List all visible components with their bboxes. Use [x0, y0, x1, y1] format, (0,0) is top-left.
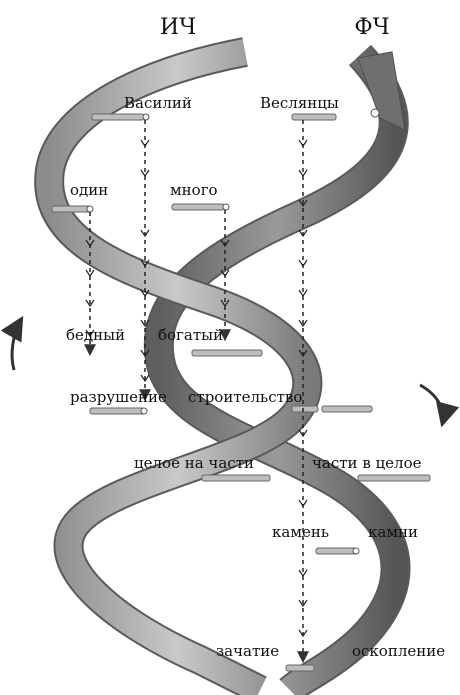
label-razrushenie: разрушение	[70, 388, 167, 406]
label-tseloe-na-chasti: целое на части	[134, 454, 254, 472]
back-strand-tip	[358, 52, 405, 130]
rod	[292, 114, 336, 120]
helix-strand-back	[159, 55, 396, 690]
rod	[316, 548, 356, 554]
label-kamni: камни	[368, 523, 418, 541]
rod	[358, 475, 430, 481]
rod	[52, 206, 90, 212]
rotate-arrow-right-icon	[420, 385, 443, 425]
rod	[172, 204, 224, 210]
rod	[192, 350, 262, 356]
rod	[92, 114, 144, 120]
label-oskoplenie: оскопление	[352, 642, 445, 660]
label-odin: один	[70, 181, 108, 199]
header-left: ИЧ	[160, 15, 196, 40]
rod	[202, 475, 270, 481]
rod	[322, 406, 372, 412]
rod	[286, 665, 314, 671]
header-right: ФЧ	[354, 15, 389, 40]
label-chasti-v-tseloe: части в целое	[312, 454, 422, 472]
label-zachatie: зачатие	[216, 642, 279, 660]
rod	[90, 408, 144, 414]
label-veslyantsy: Веслянцы	[260, 94, 339, 112]
label-kamen: камень	[272, 523, 329, 541]
label-mnogo: много	[170, 181, 218, 199]
label-vasiliy: Василий	[124, 94, 192, 112]
label-bednyi: бедный	[66, 326, 125, 344]
rotate-arrow-left-icon	[12, 318, 22, 370]
label-bogatyi: богатый	[158, 326, 223, 344]
rod	[292, 406, 318, 412]
strand-node-top	[371, 109, 379, 117]
label-stroitelstvo: строительство	[188, 388, 302, 406]
